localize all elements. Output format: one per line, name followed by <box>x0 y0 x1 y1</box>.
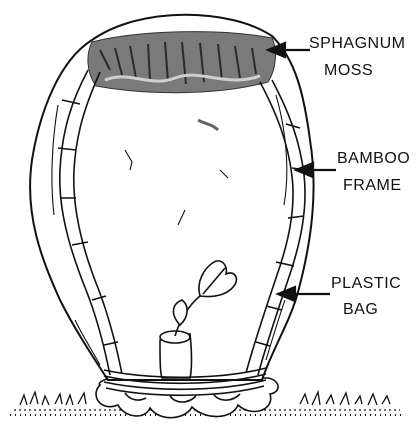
plastic-bag-label: PLASTIC <box>331 275 401 293</box>
sphagnum-moss <box>88 32 276 93</box>
sphagnum-moss-label-line2: MOSS <box>324 62 373 80</box>
plastic-bag-label-line2: BAG <box>343 301 378 319</box>
sphagnum-moss-label: SPHAGNUM <box>309 35 405 53</box>
bamboo-frame-label-line2: FRAME <box>343 177 402 195</box>
bamboo-frame-label: BAMBOO <box>337 150 410 168</box>
